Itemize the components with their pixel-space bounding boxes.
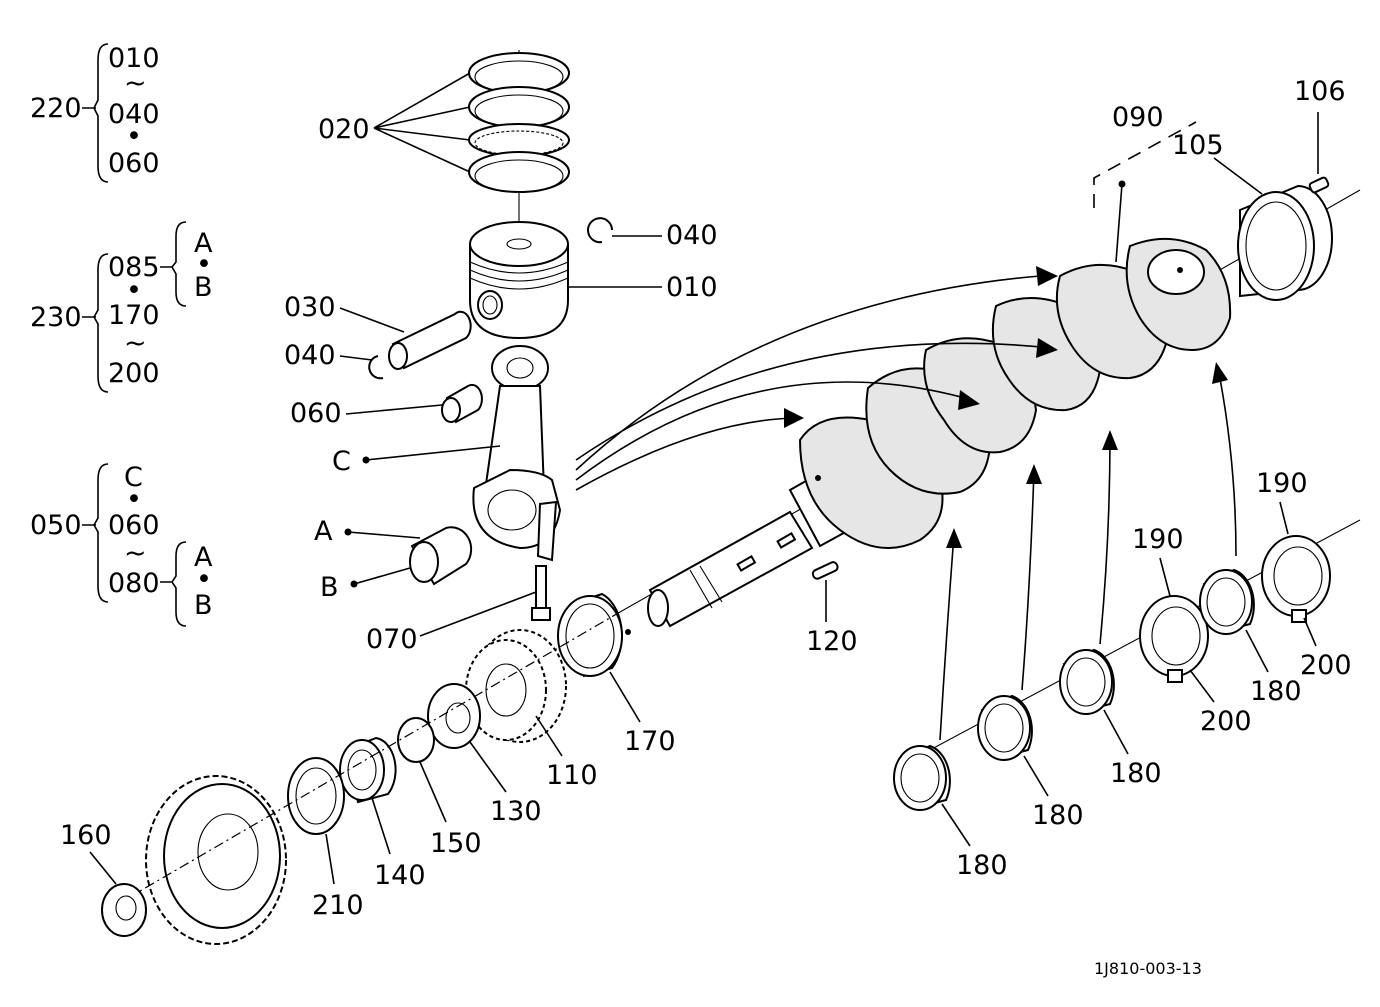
callout-B: B xyxy=(320,572,339,603)
item-050-3: ~ xyxy=(124,538,147,569)
item-230-3: ~ xyxy=(124,328,147,359)
small-end-bushing xyxy=(441,383,483,424)
callout-160: 160 xyxy=(60,820,112,851)
callout-170: 170 xyxy=(624,726,676,757)
connecting-rod xyxy=(472,345,562,562)
piston-rings xyxy=(468,50,570,240)
leader-020 xyxy=(373,72,471,173)
thrust-washer-190-b xyxy=(1261,535,1331,623)
callout-105: 105 xyxy=(1172,130,1224,161)
callout-A: A xyxy=(314,516,333,547)
washer-130 xyxy=(427,683,481,749)
figure-code: 1J810-003-13 xyxy=(1094,959,1202,978)
nut-160 xyxy=(101,883,147,937)
sub-230-0: A xyxy=(194,228,213,259)
callout-140: 140 xyxy=(374,860,426,891)
callout-180-a: 180 xyxy=(956,850,1008,881)
callout-C: C xyxy=(332,446,351,477)
group-220: 220 010 ~ 040 • 060 xyxy=(30,43,160,183)
piston-pin xyxy=(388,310,472,370)
item-230-2: 170 xyxy=(108,300,160,331)
callout-130: 130 xyxy=(490,796,542,827)
conrod-bearing xyxy=(409,526,473,586)
snap-ring-top xyxy=(587,217,613,244)
callout-106: 106 xyxy=(1294,76,1346,107)
piston xyxy=(469,221,569,340)
crankshaft xyxy=(619,189,1361,628)
bracket-090 xyxy=(1093,121,1197,208)
callout-110: 110 xyxy=(546,760,598,791)
callout-200-a: 200 xyxy=(1200,706,1252,737)
callout-020: 020 xyxy=(318,114,370,145)
callout-010: 010 xyxy=(666,272,718,303)
callout-060: 060 xyxy=(290,398,342,429)
callout-180-d: 180 xyxy=(1250,676,1302,707)
seal-210 xyxy=(287,757,345,835)
group-230: 230 085 • 170 ~ 200 A • B xyxy=(30,221,213,393)
collar-140 xyxy=(339,736,397,804)
group-050: 050 C • 060 ~ 080 A • B xyxy=(30,462,213,627)
callout-090: 090 xyxy=(1112,102,1164,133)
callout-150: 150 xyxy=(430,828,482,859)
main-bearing-2 xyxy=(977,694,1033,761)
item-220-3: • xyxy=(126,121,142,152)
main-bearing-4 xyxy=(1199,568,1255,635)
callout-040-left: 040 xyxy=(284,340,336,371)
key-120 xyxy=(811,561,839,580)
sub-050-0: A xyxy=(194,542,213,573)
thrust-washer-190-a xyxy=(1139,595,1209,683)
bracket-220 xyxy=(82,43,109,183)
sub-bracket-050 xyxy=(160,541,187,627)
pin-106 xyxy=(1308,176,1330,194)
snap-ring-left xyxy=(368,355,384,380)
main-bearing-1 xyxy=(893,744,951,811)
callout-030: 030 xyxy=(284,292,336,323)
sub-bracket-230 xyxy=(160,221,187,307)
item-220-4: 060 xyxy=(108,148,160,179)
label-220: 220 xyxy=(30,93,82,124)
item-220-0: 010 xyxy=(108,43,160,74)
sub-050-1: • xyxy=(196,564,212,595)
o-ring-150 xyxy=(397,717,435,763)
label-230: 230 xyxy=(30,302,82,333)
callout-120: 120 xyxy=(806,626,858,657)
item-230-0: 085 xyxy=(108,252,160,283)
main-bearing-3 xyxy=(1059,648,1115,715)
label-050: 050 xyxy=(30,510,82,541)
item-230-4: 200 xyxy=(108,358,160,389)
bracket-230 xyxy=(82,253,109,393)
rear-bearing-105 xyxy=(1237,184,1333,301)
sub-230-1: • xyxy=(196,249,212,280)
sub-050-2: B xyxy=(194,590,213,621)
item-050-0: C xyxy=(124,462,143,493)
conrod-bolt xyxy=(531,565,551,621)
bracket-050 xyxy=(82,463,109,603)
callout-070: 070 xyxy=(366,624,418,655)
callout-180-c: 180 xyxy=(1110,758,1162,789)
item-220-1: ~ xyxy=(124,68,147,99)
callout-210: 210 xyxy=(312,890,364,921)
item-230-1: • xyxy=(126,275,142,306)
callout-190-a: 190 xyxy=(1132,524,1184,555)
callout-180-b: 180 xyxy=(1032,800,1084,831)
item-050-2: 060 xyxy=(108,510,160,541)
sub-230-2: B xyxy=(194,272,213,303)
item-050-1: • xyxy=(126,484,142,515)
callout-200-b: 200 xyxy=(1300,650,1352,681)
item-050-4: 080 xyxy=(108,568,160,599)
assembly-arrows xyxy=(575,266,1237,741)
callout-190-b: 190 xyxy=(1256,468,1308,499)
crank-gear-110 xyxy=(465,629,567,743)
crank-pulley xyxy=(127,611,621,945)
bushing-170 xyxy=(557,592,631,678)
item-220-2: 040 xyxy=(108,99,160,130)
callout-040-top: 040 xyxy=(666,220,718,251)
